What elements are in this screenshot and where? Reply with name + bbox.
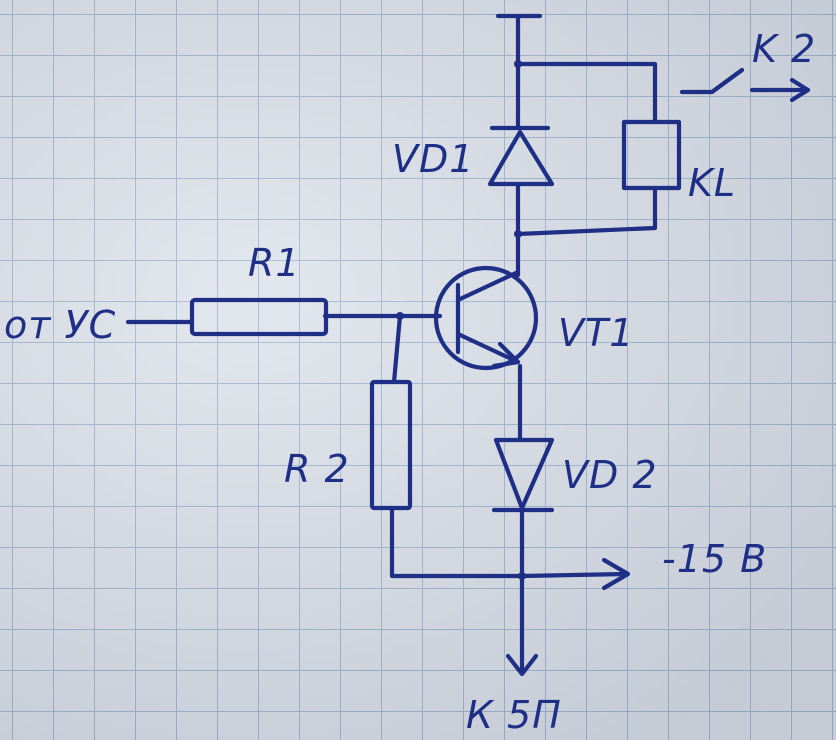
transistor-vt1 bbox=[433, 265, 539, 371]
supply-line bbox=[518, 557, 631, 591]
relay-contact-k2 bbox=[679, 67, 811, 103]
label-kl: KL bbox=[688, 161, 736, 205]
input-line bbox=[125, 312, 443, 325]
label-r1: R1 bbox=[248, 241, 301, 285]
label-vt1: VT1 bbox=[558, 311, 634, 355]
label-supply: -15 B bbox=[662, 537, 767, 581]
diode-vd1 bbox=[487, 61, 555, 237]
resistor-r2 bbox=[369, 313, 525, 579]
resistor-r1 bbox=[189, 297, 329, 337]
label-vd1: VD1 bbox=[392, 137, 474, 181]
label-output: К 5П bbox=[466, 693, 562, 737]
label-vd2: VD 2 bbox=[562, 453, 658, 497]
relay-branch-wires bbox=[514, 61, 658, 238]
relay-coil-kl bbox=[621, 119, 682, 191]
output-arrow bbox=[505, 573, 539, 677]
label-k2: K 2 bbox=[752, 27, 816, 71]
label-input: от УС bbox=[4, 303, 116, 347]
label-r2: R 2 bbox=[284, 447, 350, 491]
top-terminal bbox=[495, 13, 543, 68]
diode-vd2 bbox=[491, 363, 555, 579]
